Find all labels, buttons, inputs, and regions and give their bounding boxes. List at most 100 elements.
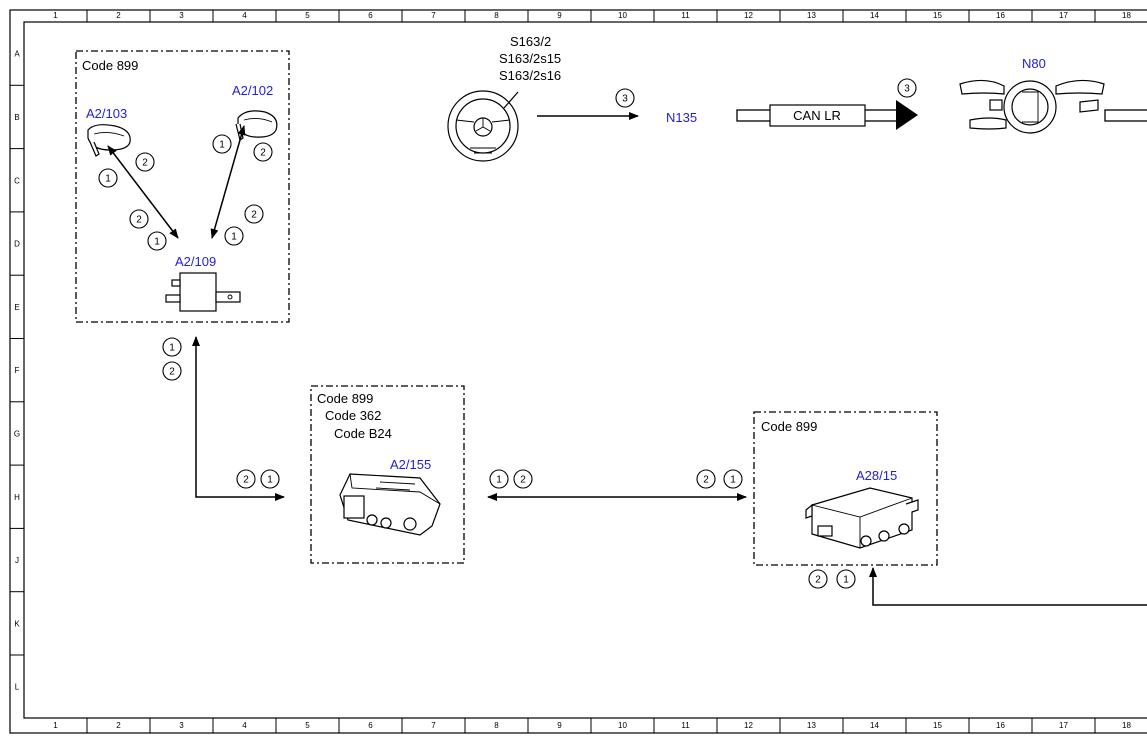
signal-badge xyxy=(696,469,716,489)
grid-row-label: F xyxy=(15,366,20,375)
can-lr-bus: CAN LR xyxy=(736,100,1147,130)
label-a2-103: A2/103 xyxy=(86,106,127,121)
box2-code-label-3: Code B24 xyxy=(334,426,392,441)
signal-badge-number: 1 xyxy=(231,232,237,243)
signal-badge-number: 1 xyxy=(496,475,502,486)
group-box-mirrors: Code 899 xyxy=(75,50,290,323)
signal-badge-number: 3 xyxy=(622,94,628,105)
grid-row-label: J xyxy=(15,556,19,565)
signal-badge-number: 1 xyxy=(267,475,273,486)
signal-badge xyxy=(147,231,167,251)
sam-a2-155-icon xyxy=(339,473,441,536)
label-a2-102: A2/102 xyxy=(232,83,273,98)
signal-badge-number: 1 xyxy=(105,174,111,185)
wire-a2-109-a2-155 xyxy=(192,336,285,501)
signal-badge xyxy=(129,209,149,229)
can-lr-label: CAN LR xyxy=(793,108,841,123)
signal-badge xyxy=(808,569,828,589)
grid-column-label: 10 xyxy=(618,11,627,20)
label-s163-2s15: S163/2s15 xyxy=(499,51,561,66)
grid-row-label: C xyxy=(14,176,20,185)
signal-badge xyxy=(162,361,182,381)
signal-badge xyxy=(224,226,244,246)
signal-badge-number: 2 xyxy=(169,367,175,378)
signal-badge-number: 2 xyxy=(243,475,249,486)
signal-badge-number: 2 xyxy=(703,475,709,486)
grid-column-label: 5 xyxy=(305,11,310,20)
wire-a2-102-a2-109 xyxy=(210,125,246,239)
signal-badge-number: 1 xyxy=(219,140,225,151)
grid-column-label: 9 xyxy=(557,721,562,730)
grid-row-label: B xyxy=(14,113,19,122)
signal-badge xyxy=(897,78,917,98)
box3-code-label: Code 899 xyxy=(761,419,817,434)
signal-badge xyxy=(260,469,280,489)
grid-column-label: 4 xyxy=(242,11,247,20)
signal-badge-number: 1 xyxy=(730,475,736,486)
signal-badge-number: 2 xyxy=(142,158,148,169)
grid-row-label: H xyxy=(14,493,20,502)
signal-badge-number: 2 xyxy=(251,210,257,221)
signal-badge-number: 2 xyxy=(136,215,142,226)
grid-column-label: 1 xyxy=(53,721,58,730)
module-a28-15-icon xyxy=(805,487,919,549)
wire-a2-103-a2-109 xyxy=(107,145,179,239)
signal-badge xyxy=(836,569,856,589)
wire-to-a28-15 xyxy=(869,567,1147,606)
box2-code-label-1: Code 899 xyxy=(317,391,373,406)
label-n135: N135 xyxy=(666,110,697,125)
signal-badge xyxy=(98,168,118,188)
grid-column-label: 14 xyxy=(870,11,879,20)
label-s163-2: S163/2 xyxy=(510,34,551,49)
grid-row-label: A xyxy=(14,50,20,59)
grid-column-label: 8 xyxy=(494,11,499,20)
grid-column-label: 14 xyxy=(870,721,879,730)
grid-column-label: 16 xyxy=(996,721,1005,730)
signal-badge-number: 2 xyxy=(815,575,821,586)
grid-row-label: K xyxy=(14,619,20,628)
signal-badge-number: 1 xyxy=(169,343,175,354)
grid-column-label: 2 xyxy=(116,721,121,730)
grid-column-label: 1 xyxy=(53,11,58,20)
signal-badge xyxy=(513,469,533,489)
signal-badge xyxy=(236,469,256,489)
grid-column-label: 17 xyxy=(1059,721,1068,730)
signal-badge-number: 1 xyxy=(154,237,160,248)
grid-row-label: E xyxy=(14,303,19,312)
grid-column-label: 2 xyxy=(116,11,121,20)
grid-column-label: 12 xyxy=(744,721,753,730)
label-a2-155: A2/155 xyxy=(390,457,431,472)
signal-badge xyxy=(489,469,509,489)
grid-column-label: 7 xyxy=(431,721,436,730)
label-a28-15: A28/15 xyxy=(856,468,897,483)
box2-code-label-2: Code 362 xyxy=(325,408,381,423)
signal-badge xyxy=(244,204,264,224)
signal-badge xyxy=(212,134,232,154)
grid-column-label: 6 xyxy=(368,11,373,20)
mirror-right-icon xyxy=(235,110,278,141)
mirror-left-icon xyxy=(87,124,131,157)
signal-badge-number: 1 xyxy=(843,575,849,586)
label-a2-109: A2/109 xyxy=(175,254,216,269)
signal-badge xyxy=(615,88,635,108)
grid-column-label: 16 xyxy=(996,11,1005,20)
grid-row-label: L xyxy=(15,683,20,692)
signal-badge-number: 2 xyxy=(260,148,266,159)
control-unit-a2-109-icon xyxy=(165,272,241,312)
grid-column-label: 7 xyxy=(431,11,436,20)
grid-column-label: 10 xyxy=(618,721,627,730)
group-box-a28-15: Code 899 xyxy=(753,411,938,566)
steering-column-module-n80-icon xyxy=(959,79,1105,134)
signal-badge xyxy=(253,142,273,162)
grid-row-label: G xyxy=(14,429,20,438)
group-box-a2-155: Code 899 Code 362 Code B24 xyxy=(310,385,465,564)
grid-column-label: 11 xyxy=(681,11,690,20)
wires xyxy=(107,112,1147,606)
signal-badge xyxy=(135,152,155,172)
